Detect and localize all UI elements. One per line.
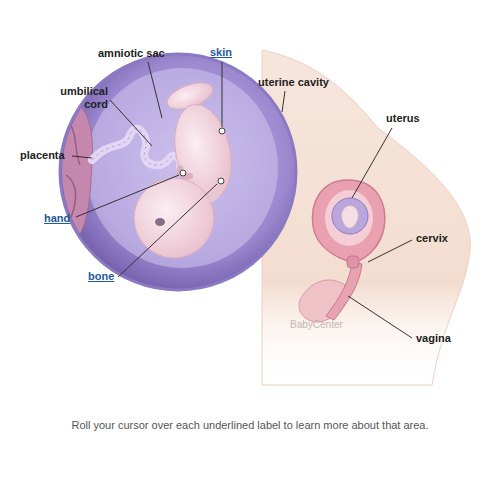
watermark: BabyCenter xyxy=(290,318,343,331)
caption: Roll your cursor over each underlined la… xyxy=(0,418,500,432)
part-label: amniotic sac xyxy=(98,47,165,60)
part-label: vagina xyxy=(416,332,451,345)
part-label: uterine cavity xyxy=(258,76,329,89)
part-label: cervix xyxy=(416,232,448,245)
part-label: umbilical cord xyxy=(50,85,108,111)
link-label: skin xyxy=(210,46,232,59)
part-label: placenta xyxy=(20,149,65,162)
link-label: bone xyxy=(88,270,114,283)
leader-dots xyxy=(180,128,225,184)
link-label: hand xyxy=(44,212,70,225)
part-label: uterus xyxy=(386,112,420,125)
leader-lines xyxy=(72,62,412,338)
